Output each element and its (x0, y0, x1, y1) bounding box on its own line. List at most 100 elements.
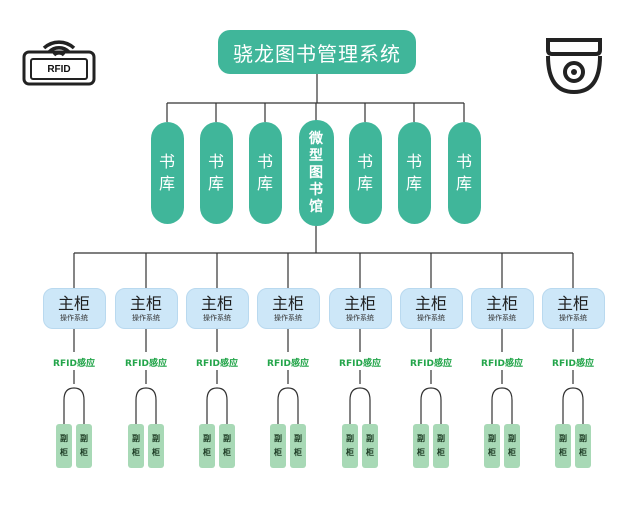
sub-cabinet: 副柜 (128, 424, 144, 468)
sub-cabinet: 副柜 (504, 424, 520, 468)
sub-cabinet-char: 柜 (152, 448, 160, 457)
library-label-char: 书 (455, 152, 472, 171)
sub-cabinet-char: 柜 (274, 448, 282, 457)
rfid-sensor-label: RFID感应 (481, 359, 523, 369)
sub-cabinet-char: 副 (366, 434, 374, 443)
connector-sub-arch (420, 387, 442, 424)
connector-sub-arch (349, 387, 371, 424)
library-node: 书库 (348, 122, 382, 224)
library-label-char: 型 (309, 147, 323, 164)
sub-cabinet-char: 副 (508, 434, 516, 443)
sub-cabinet-char: 副 (80, 434, 88, 443)
main-cabinet-title: 主柜 (129, 293, 162, 313)
sub-cabinet-char: 柜 (417, 448, 425, 457)
sub-cabinet: 副柜 (484, 424, 500, 468)
library-label-char: 图 (309, 164, 323, 181)
main-cabinet-subtitle: 操作系统 (60, 313, 88, 322)
main-cabinet-title: 主柜 (485, 293, 518, 313)
connector-sub-arch (206, 387, 228, 424)
sub-cabinet-char: 副 (223, 434, 231, 443)
sub-cabinet-char: 副 (60, 434, 68, 443)
sub-cabinet: 副柜 (270, 424, 286, 468)
library-node: 书库 (397, 122, 431, 224)
main-cabinet: 主柜操作系统 (328, 288, 392, 329)
sub-cabinet-char: 副 (346, 434, 354, 443)
mini-library-node: 微型图书馆 (298, 120, 334, 226)
connector-sub-arch (135, 387, 157, 424)
sub-cabinet-char: 柜 (508, 448, 516, 457)
rfid-sensor-label: RFID感应 (339, 359, 381, 369)
sub-cabinet: 副柜 (148, 424, 164, 468)
main-cabinet-title: 主柜 (556, 293, 589, 313)
sub-cabinet-char: 柜 (132, 448, 140, 457)
sub-cabinet-char: 柜 (80, 448, 88, 457)
sub-cabinet-char: 副 (488, 434, 496, 443)
main-cabinet-subtitle: 操作系统 (203, 313, 231, 322)
sub-cabinet: 副柜 (342, 424, 358, 468)
rfid-sensor-label: RFID感应 (410, 359, 452, 369)
main-cabinet: 主柜操作系统 (541, 288, 605, 329)
main-cabinet-title: 主柜 (200, 293, 233, 313)
connector-sub-arch (277, 387, 299, 424)
connector-sub-arch (562, 387, 584, 424)
main-cabinet: 主柜操作系统 (114, 288, 178, 329)
main-cabinet-subtitle: 操作系统 (346, 313, 374, 322)
sub-cabinet: 副柜 (76, 424, 92, 468)
library-label-char: 书 (356, 152, 373, 171)
library-node: 书库 (199, 122, 233, 224)
library-label-char: 书 (405, 152, 422, 171)
sub-cabinet: 副柜 (199, 424, 215, 468)
main-cabinet: 主柜操作系统 (185, 288, 249, 329)
sub-cabinet-char: 柜 (559, 448, 567, 457)
library-label-char: 库 (158, 174, 175, 193)
library-label-char: 书 (309, 181, 323, 198)
sub-cabinet-char: 柜 (203, 448, 211, 457)
library-label-char: 馆 (309, 198, 323, 215)
sub-cabinet-char: 柜 (366, 448, 374, 457)
rfid-sensor-label: RFID感应 (267, 359, 309, 369)
rfid-sensor-label: RFID感应 (196, 359, 238, 369)
sub-cabinet-char: 副 (417, 434, 425, 443)
library-label-char: 库 (356, 174, 373, 193)
sub-cabinet: 副柜 (290, 424, 306, 468)
main-cabinet-subtitle: 操作系统 (488, 313, 516, 322)
sub-cabinet-char: 副 (579, 434, 587, 443)
sub-cabinet-char: 柜 (223, 448, 231, 457)
sub-cabinet: 副柜 (362, 424, 378, 468)
main-cabinet: 主柜操作系统 (42, 288, 106, 329)
library-node: 书库 (150, 122, 184, 224)
sub-cabinet: 副柜 (555, 424, 571, 468)
sub-cabinet: 副柜 (575, 424, 591, 468)
sub-cabinet-char: 副 (559, 434, 567, 443)
library-node: 书库 (447, 122, 481, 224)
sub-cabinet-char: 副 (437, 434, 445, 443)
sub-cabinet: 副柜 (413, 424, 429, 468)
rfid-icon (22, 40, 96, 86)
sub-cabinet: 副柜 (433, 424, 449, 468)
main-cabinet: 主柜操作系统 (399, 288, 463, 329)
main-cabinet-title: 主柜 (271, 293, 304, 313)
sub-cabinet-char: 副 (152, 434, 160, 443)
sub-cabinet-char: 副 (274, 434, 282, 443)
main-cabinet: 主柜操作系统 (470, 288, 534, 329)
main-cabinet-subtitle: 操作系统 (559, 313, 587, 322)
rfid-sensor-label: RFID感应 (552, 359, 594, 369)
main-cabinet-subtitle: 操作系统 (274, 313, 302, 322)
sub-cabinet-char: 柜 (294, 448, 302, 457)
main-cabinet-title: 主柜 (343, 293, 376, 313)
library-label-char: 库 (256, 174, 273, 193)
main-cabinet-subtitle: 操作系统 (417, 313, 445, 322)
library-label-char: 书 (207, 152, 224, 171)
library-node: 书库 (248, 122, 282, 224)
rfid-sensor-label: RFID感应 (125, 359, 167, 369)
sub-cabinet-char: 柜 (346, 448, 354, 457)
connector-sub-arch (63, 387, 85, 424)
sub-cabinet-char: 副 (132, 434, 140, 443)
library-label-char: 微 (309, 130, 323, 147)
main-cabinet-subtitle: 操作系统 (132, 313, 160, 322)
sub-cabinet-char: 柜 (437, 448, 445, 457)
library-label-char: 书 (256, 152, 273, 171)
sub-cabinet-char: 柜 (60, 448, 68, 457)
